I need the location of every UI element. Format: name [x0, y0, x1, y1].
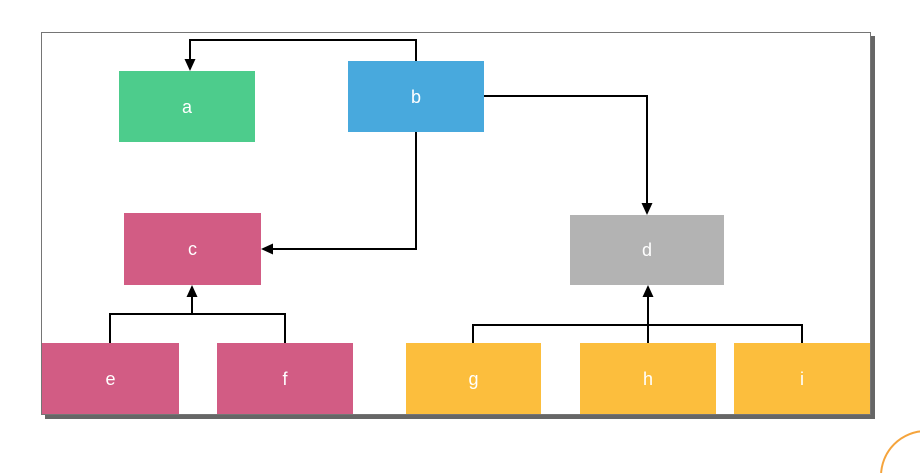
node-label-h: h — [642, 368, 653, 389]
node-g: g — [406, 343, 541, 414]
node-i: i — [734, 343, 870, 414]
node-label-d: d — [641, 240, 652, 260]
edge-b-to-c — [261, 132, 417, 255]
edge-ghi-bracket — [472, 324, 803, 343]
node-label-c: c — [188, 239, 197, 259]
node-b: b — [348, 61, 484, 132]
node-label-g: g — [468, 368, 479, 389]
diagram-canvas: a b c d e f g h i — [41, 32, 871, 415]
edge-b-to-d — [484, 95, 653, 215]
node-label-i: i — [800, 368, 804, 389]
node-label-f: f — [282, 368, 288, 389]
decorative-arc — [880, 430, 920, 473]
node-label-a: a — [181, 96, 192, 117]
node-label-b: b — [410, 86, 421, 107]
node-label-e: e — [105, 368, 116, 389]
node-h: h — [580, 343, 716, 414]
node-f: f — [217, 343, 353, 414]
node-d: d — [570, 215, 724, 285]
node-a: a — [119, 71, 255, 142]
node-e: e — [42, 343, 179, 414]
node-c: c — [124, 213, 261, 285]
edge-ef-bracket — [109, 313, 286, 343]
